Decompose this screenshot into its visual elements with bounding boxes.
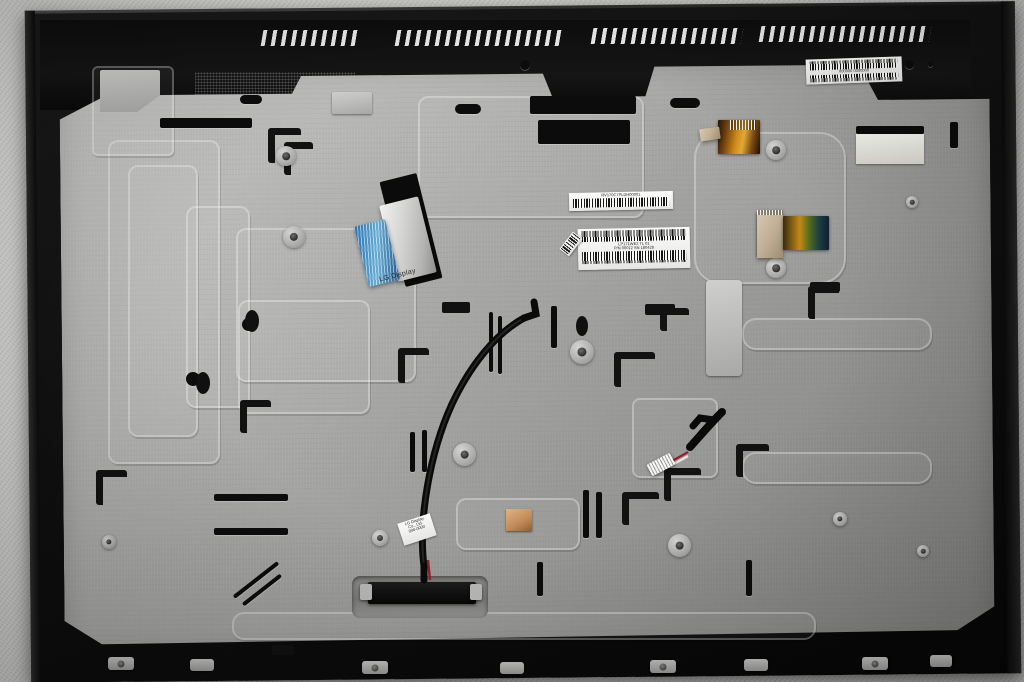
slot-mid-vert-5 xyxy=(596,492,602,538)
flex-fpc-tan xyxy=(757,210,783,258)
mount-tab-screw xyxy=(659,663,667,670)
rubber-cushion-2 xyxy=(245,310,259,332)
right-connector-shroud xyxy=(856,126,924,134)
standoff-boss-10 xyxy=(833,512,847,526)
clip-bar-3 xyxy=(442,302,470,313)
standoff-boss-12 xyxy=(917,545,929,557)
standoff-boss-9 xyxy=(102,535,116,549)
standoff-boss-5 xyxy=(766,140,786,160)
clip-bar-2 xyxy=(810,282,840,292)
mount-tab-3 xyxy=(362,661,388,674)
mount-tab-5 xyxy=(650,660,676,673)
clip-mid-4 xyxy=(622,492,659,525)
right-connector-body xyxy=(856,134,924,164)
slot-top-pill3 xyxy=(455,104,481,114)
flex-fpc-pins xyxy=(757,210,783,215)
boss-screw xyxy=(376,534,384,542)
tab-right-upper xyxy=(706,280,742,376)
boss-screw xyxy=(675,541,684,550)
rubber-cushion-3 xyxy=(576,316,588,336)
standoff-boss-2 xyxy=(276,146,296,166)
rib-right-long xyxy=(742,318,932,350)
bottom-module-cap-left xyxy=(360,584,372,600)
boss-screw xyxy=(837,516,843,522)
boss-screw xyxy=(106,539,112,545)
slot-upper-right xyxy=(670,98,700,108)
clip-bar-1 xyxy=(645,304,675,315)
clip-left-3 xyxy=(398,348,429,383)
bottom-lip-clip xyxy=(272,645,294,655)
standoff-boss-7 xyxy=(668,534,691,557)
boss-screw xyxy=(909,199,915,205)
boss-screw xyxy=(282,152,290,160)
clip-mid-1 xyxy=(614,352,655,387)
mount-tab-screw xyxy=(117,660,125,667)
standoff-boss-1 xyxy=(283,226,305,248)
slot-topleft-long xyxy=(160,118,252,128)
boss-screw xyxy=(772,264,780,272)
boss-screw xyxy=(577,347,587,357)
slot-mid-vert-3 xyxy=(551,306,557,348)
slot-top-pill xyxy=(240,95,262,104)
hole-upper-right-1 xyxy=(905,60,914,69)
mount-tab-2 xyxy=(190,659,214,671)
standoff-boss-8 xyxy=(372,530,388,546)
rib-center-low xyxy=(238,300,370,414)
flex-fpc-traces xyxy=(783,216,829,250)
clip-right-2 xyxy=(736,444,769,477)
clip-left-2 xyxy=(240,400,271,433)
boss-screw xyxy=(772,146,780,154)
mount-tab-4 xyxy=(500,662,524,674)
slot-bottom-left2 xyxy=(214,528,288,535)
mount-tab-1 xyxy=(108,657,134,670)
rib-left-outer xyxy=(108,140,220,464)
slot-left-vert-1 xyxy=(410,432,415,472)
mount-tab-7 xyxy=(862,657,888,670)
hole-upper-right-2 xyxy=(928,62,933,67)
tab-upper-mid xyxy=(332,92,372,114)
bottom-connector-module xyxy=(368,582,476,604)
rib-right-long2 xyxy=(742,452,932,484)
slot-top-wide2 xyxy=(538,120,630,144)
mount-tab-8 xyxy=(930,655,952,667)
clip-mid-3 xyxy=(664,468,701,501)
slot-bottom-left xyxy=(214,494,288,501)
bottom-module-cap-right xyxy=(470,584,482,600)
standoff-boss-6 xyxy=(766,258,786,278)
clip-left-1 xyxy=(96,470,127,505)
slot-mid-vert-7 xyxy=(746,560,752,596)
rib-bottom-wide xyxy=(232,612,816,640)
boss-screw xyxy=(289,232,299,242)
mount-tab-6 xyxy=(744,659,768,671)
slot-right-edge xyxy=(950,122,958,148)
standoff-boss-3 xyxy=(570,340,594,364)
slot-top-wide xyxy=(530,96,636,114)
flex-fpc-top-pins xyxy=(730,120,756,130)
slot-mid-vert-4 xyxy=(583,490,589,538)
clip-upper-left-1 xyxy=(268,128,301,163)
mount-tab-screw xyxy=(371,664,379,671)
slot-top-pill4 xyxy=(520,60,530,70)
mount-tab-screw xyxy=(871,660,879,667)
rib-left-inner xyxy=(128,165,198,437)
slot-mid-vert-6 xyxy=(537,562,543,596)
standoff-boss-11 xyxy=(906,196,918,208)
rubber-cushion-1 xyxy=(196,372,210,394)
boss-screw xyxy=(920,548,926,554)
